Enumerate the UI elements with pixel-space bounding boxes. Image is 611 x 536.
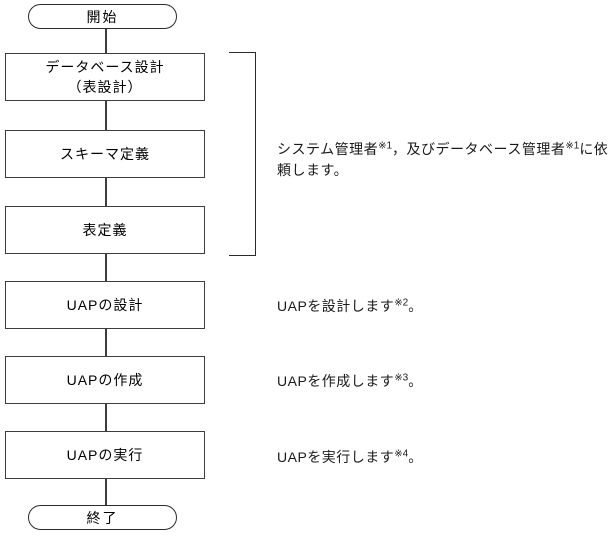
annotation-admin-request: システム管理者※1，及びデータベース管理者※1に依頼します。 [277, 139, 611, 181]
annotation-text: ，及びデータベース管理者 [392, 141, 566, 157]
step-label-line2: （表設計） [67, 79, 143, 95]
annotation-text: に依頼します。 [277, 141, 609, 178]
annotation-text: システム管理者 [277, 141, 379, 157]
terminal-end: 終了 [28, 505, 177, 530]
annotation-text: 。 [408, 373, 423, 389]
flow-connector-line [105, 28, 107, 506]
annotation-text: UAPを実行します [277, 449, 395, 465]
step-label: UAPの作成 [66, 372, 144, 388]
annotation-text: 。 [408, 449, 423, 465]
step-uap-design: UAPの設計 [5, 281, 205, 329]
step-database-design: データベース設計 （表設計） [5, 53, 205, 101]
terminal-start-label: 開始 [86, 8, 119, 25]
step-schema-definition: スキーマ定義 [5, 130, 205, 178]
annotation-text: UAPを設計します [277, 298, 395, 314]
footnote-ref-2: ※2 [394, 297, 409, 309]
step-uap-creation: UAPの作成 [5, 356, 205, 404]
annotation-text: UAPを作成します [277, 373, 395, 389]
grouping-bracket [229, 52, 256, 256]
terminal-start: 開始 [28, 4, 177, 29]
footnote-ref-1: ※1 [565, 140, 580, 152]
step-label: スキーマ定義 [60, 146, 150, 162]
step-label: データベース設計 [45, 59, 165, 75]
step-label: UAPの実行 [66, 447, 144, 463]
annotation-uap-execution: UAPを実行します※4。 [277, 447, 423, 468]
footnote-ref-1: ※1 [378, 140, 393, 152]
footnote-ref-3: ※3 [394, 372, 409, 384]
footnote-ref-4: ※4 [394, 448, 409, 460]
annotation-uap-creation: UAPを作成します※3。 [277, 371, 423, 392]
terminal-end-label: 終了 [86, 509, 119, 526]
step-label: 表定義 [82, 222, 128, 238]
step-label: UAPの設計 [66, 297, 144, 313]
annotation-text: 。 [408, 298, 423, 314]
step-table-definition: 表定義 [5, 206, 205, 254]
annotation-uap-design: UAPを設計します※2。 [277, 296, 423, 317]
step-uap-execution: UAPの実行 [5, 431, 205, 479]
